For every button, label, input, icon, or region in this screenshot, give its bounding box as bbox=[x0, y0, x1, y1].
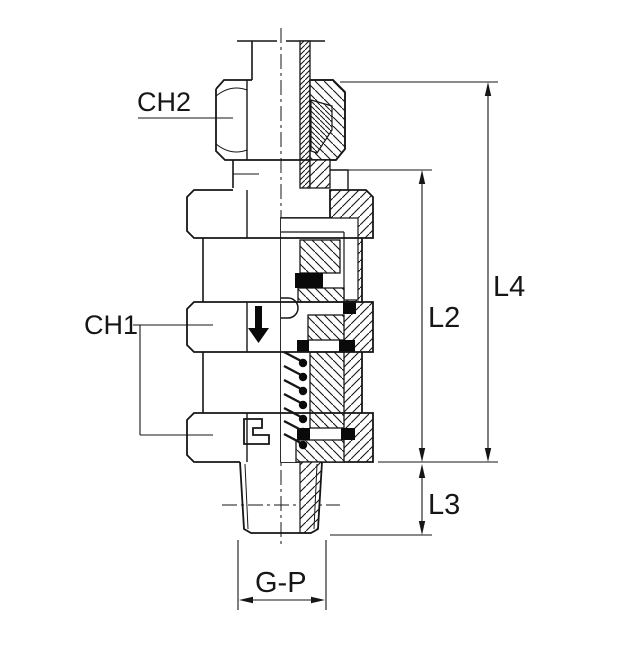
spring bbox=[283, 350, 308, 450]
channel-horizontal bbox=[281, 218, 358, 232]
seal bbox=[297, 340, 309, 352]
body-external bbox=[186, 189, 362, 463]
channel-vertical bbox=[344, 232, 358, 300]
flow-arrow-icon bbox=[248, 306, 269, 343]
gp-arrow-right bbox=[311, 596, 325, 604]
seal bbox=[341, 428, 355, 440]
gp-label: G-P bbox=[255, 567, 307, 599]
hex-band-2 bbox=[186, 301, 362, 353]
pipe-wall-section bbox=[299, 40, 311, 189]
spring-housing bbox=[309, 351, 345, 429]
gp-ext-lines bbox=[237, 540, 327, 610]
ch1-leader bbox=[133, 324, 213, 436]
cartridge-mid bbox=[307, 314, 345, 341]
body-shoulder-step bbox=[330, 169, 349, 190]
spring-wire-sections bbox=[298, 358, 308, 450]
seal bbox=[343, 301, 356, 314]
l2-arrow-down bbox=[418, 448, 426, 462]
ch2-nut bbox=[215, 79, 346, 161]
ch2-nut-outline bbox=[215, 79, 346, 161]
l3-arrow-up bbox=[418, 464, 426, 478]
seal bbox=[339, 340, 355, 352]
seal bbox=[295, 273, 323, 288]
ch2-nut-chamfer-arcs bbox=[215, 87, 248, 153]
l2-arrow-up bbox=[418, 170, 426, 184]
dim-l2 bbox=[335, 169, 432, 462]
l2-label: L2 bbox=[428, 302, 460, 334]
thread-root-lines bbox=[244, 463, 318, 530]
l3-label: L3 bbox=[428, 489, 460, 521]
dimensions bbox=[133, 81, 498, 610]
ch1-label: CH1 bbox=[84, 310, 138, 340]
cutting-ring-symbol-icon bbox=[243, 418, 270, 445]
neck bbox=[232, 159, 349, 190]
valve-seat bbox=[297, 287, 345, 303]
hex-band-1 bbox=[186, 189, 362, 239]
check-valve-poppet bbox=[281, 297, 299, 319]
cartridge-guide bbox=[299, 239, 341, 274]
ch2-label: CH2 bbox=[137, 87, 191, 117]
neck-wall-section bbox=[309, 159, 331, 189]
cutting-ring-ferrule bbox=[310, 99, 333, 154]
threaded-stud bbox=[239, 461, 323, 534]
l3-arrow-down bbox=[418, 521, 426, 535]
dim-gp bbox=[237, 540, 327, 610]
l4-arrow-up bbox=[484, 82, 492, 96]
l4-arrow-down bbox=[484, 448, 492, 462]
dim-l3 bbox=[330, 464, 432, 536]
hex-band-3 bbox=[186, 412, 362, 463]
gp-arrow-left bbox=[239, 596, 253, 604]
stud-outline bbox=[239, 461, 323, 534]
l4-label: L4 bbox=[493, 271, 525, 303]
dim-l4 bbox=[340, 81, 498, 462]
body-section bbox=[280, 189, 374, 463]
